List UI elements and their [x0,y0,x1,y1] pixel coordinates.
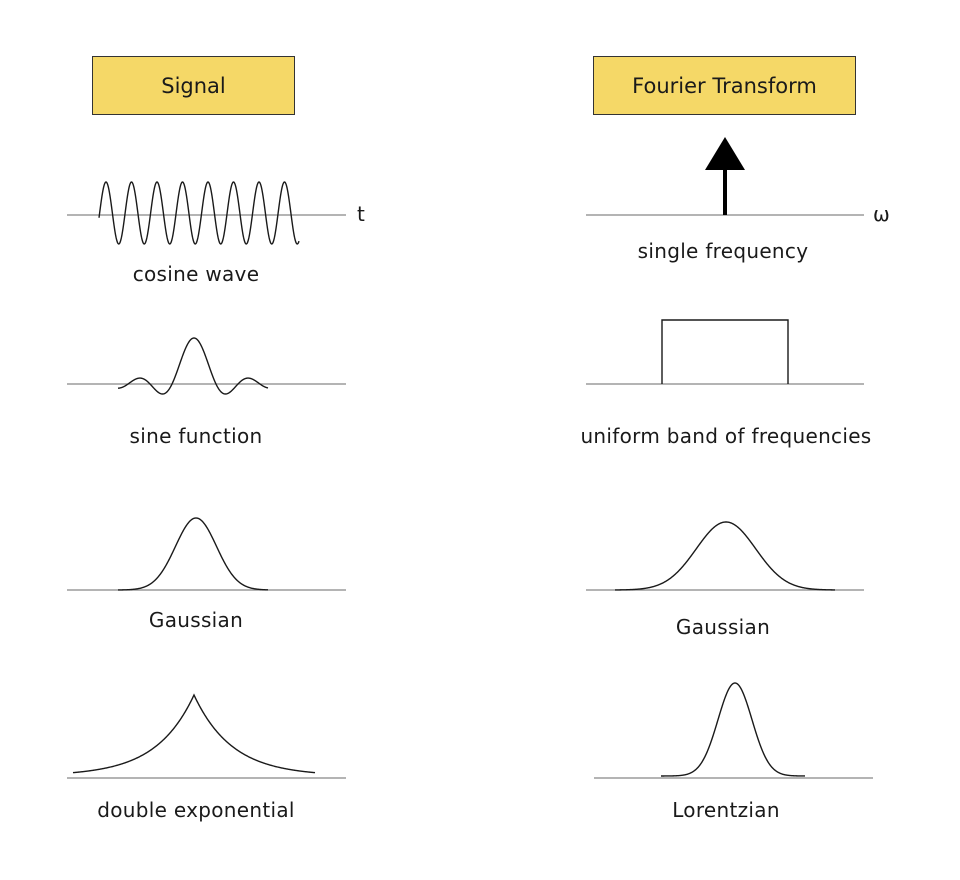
double-exponential-curve [72,693,316,774]
uniform-band-rectangle [661,319,789,384]
transform-caption-row3: Gaussian [675,615,771,639]
fourier-transform-header: Fourier Transform [593,56,856,115]
lorentzian-curve [661,682,805,777]
sine-function-curve [117,337,269,395]
signal-header-label: Signal [161,73,226,98]
fourier-transform-header-label: Fourier Transform [632,73,817,98]
signal-caption-row2: sine function [129,424,263,448]
gaussian-signal-curve [117,517,269,591]
signal-header: Signal [92,56,295,115]
signal-caption-row1: cosine wave [132,262,260,286]
gaussian-transform-curve [614,521,836,591]
time-axis-label: t [357,202,365,226]
transform-caption-row1: single frequency [637,239,809,263]
cosine-wave-curve [98,181,300,245]
frequency-axis-label: ω [873,202,890,226]
transform-caption-row4: Lorentzian [672,798,780,822]
delta-arrow-head [705,137,745,170]
signal-caption-row3: Gaussian [148,608,244,632]
transform-caption-row2: uniform band of frequencies [580,424,872,448]
signal-caption-row4: double exponential [97,798,295,822]
